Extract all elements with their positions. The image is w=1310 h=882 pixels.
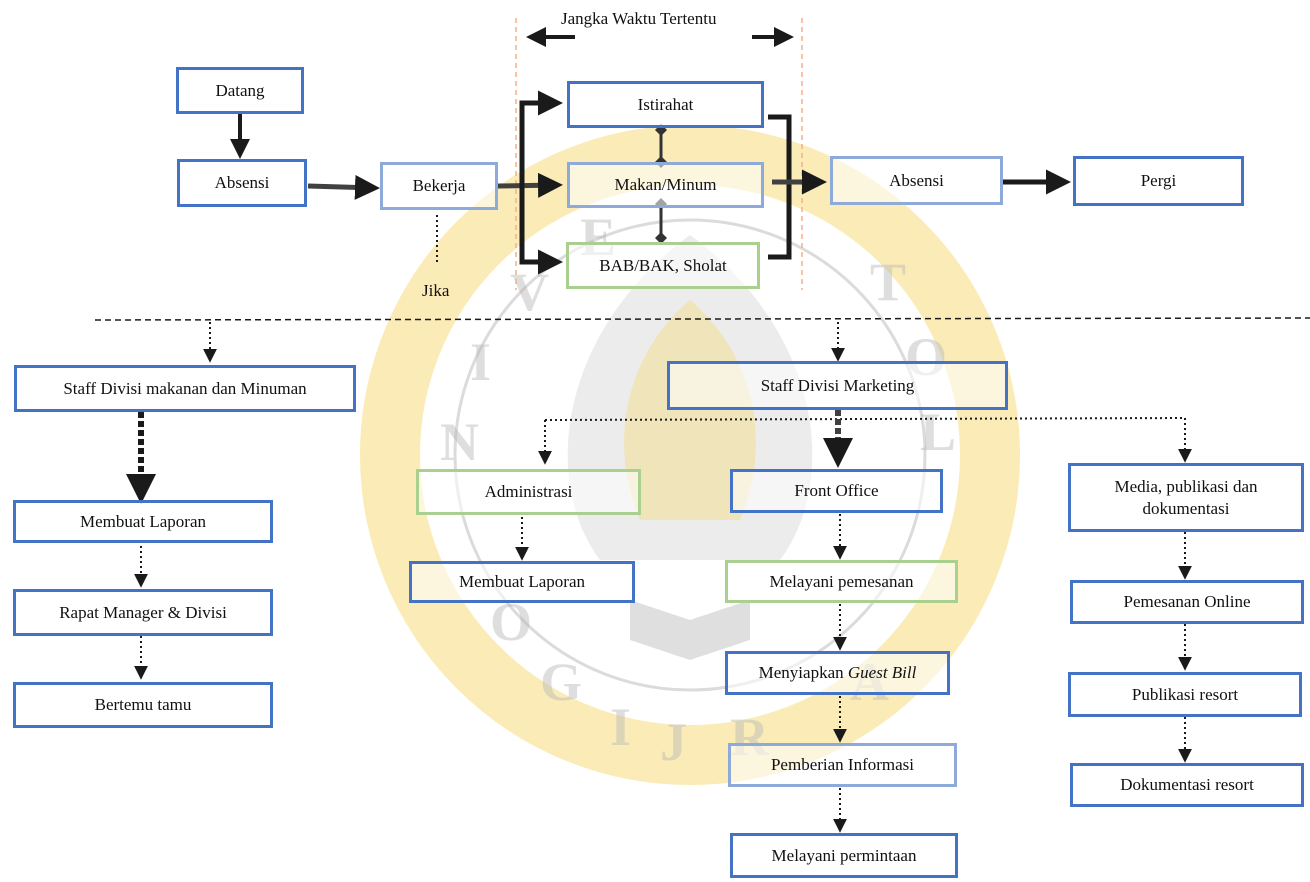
svg-text:L: L xyxy=(920,402,956,462)
food-step-bertemu-label: Bertemu tamu xyxy=(94,695,192,715)
istirahat-label: Istirahat xyxy=(637,94,694,114)
bekerja-box: Bekerja xyxy=(380,162,498,210)
media-label: Media, publikasi dan dokumentasi xyxy=(1114,477,1258,518)
food-division-box: Staff Divisi makanan dan Minuman xyxy=(14,365,356,412)
media-step-publikasi-label: Publikasi resort xyxy=(1131,684,1239,704)
food-step-rapat-label: Rapat Manager & Divisi xyxy=(59,602,227,622)
period-label: Jangka Waktu Tertentu xyxy=(561,9,717,28)
jika-label: Jika xyxy=(422,281,450,300)
food-step-laporan-label: Membuat Laporan xyxy=(79,511,207,531)
food-step-laporan-box: Membuat Laporan xyxy=(13,500,273,543)
media-step-dokumentasi-box: Dokumentasi resort xyxy=(1070,763,1304,807)
absensi-in-box: Absensi xyxy=(177,159,307,207)
front-office-label: Front Office xyxy=(794,481,879,501)
food-step-bertemu-box: Bertemu tamu xyxy=(13,682,273,728)
datang-label: Datang xyxy=(215,80,265,100)
bracket-left xyxy=(519,100,548,265)
fo-step-guestbill-italic: Guest Bill xyxy=(847,663,917,683)
fo-step-guestbill-box: Menyiapkan Guest Bill xyxy=(725,651,950,695)
pergi-label: Pergi xyxy=(1140,171,1177,191)
fo-step-informasi-label: Pemberian Informasi xyxy=(770,755,915,775)
media-box: Media, publikasi dan dokumentasi xyxy=(1068,463,1304,532)
arrow-bekerja-makan xyxy=(497,172,563,198)
marketing-division-label: Staff Divisi Marketing xyxy=(760,375,915,395)
svg-text:I: I xyxy=(470,332,491,392)
administrasi-box: Administrasi xyxy=(416,469,641,515)
bekerja-label: Bekerja xyxy=(412,176,466,196)
section-separator xyxy=(94,317,1310,321)
administrasi-label: Administrasi xyxy=(484,482,573,502)
media-step-dokumentasi-label: Dokumentasi resort xyxy=(1120,775,1254,795)
food-step-rapat-box: Rapat Manager & Divisi xyxy=(13,589,273,636)
fo-step-pemesanan-label: Melayani pemesanan xyxy=(769,571,914,591)
makan-minum-label: Makan/Minum xyxy=(614,175,717,195)
pergi-box: Pergi xyxy=(1073,156,1244,206)
absensi-out-label: Absensi xyxy=(889,170,944,190)
media-step-online-box: Pemesanan Online xyxy=(1070,580,1304,624)
svg-text:I: I xyxy=(610,697,631,757)
fo-step-guestbill-label: Menyiapkan Guest Bill xyxy=(759,662,917,683)
admin-step-laporan-box: Membuat Laporan xyxy=(409,561,635,603)
media-step-publikasi-box: Publikasi resort xyxy=(1068,672,1302,717)
makan-minum-box: Makan/Minum xyxy=(567,162,764,208)
bracket-right xyxy=(768,114,792,260)
fo-step-pemesanan-box: Melayani pemesanan xyxy=(725,560,958,603)
svg-text:N: N xyxy=(440,412,479,472)
bab-bak-box: BAB/BAK, Sholat xyxy=(566,242,760,289)
fo-step-permintaan-box: Melayani permintaan xyxy=(730,833,958,878)
bab-bak-label: BAB/BAK, Sholat xyxy=(599,255,727,275)
marketing-branch-line xyxy=(544,417,1186,421)
istirahat-box: Istirahat xyxy=(567,81,764,128)
svg-text:G: G xyxy=(540,652,582,712)
datang-box: Datang xyxy=(176,67,304,114)
food-division-label: Staff Divisi makanan dan Minuman xyxy=(63,378,307,398)
absensi-out-box: Absensi xyxy=(830,156,1003,205)
front-office-box: Front Office xyxy=(730,469,943,513)
fo-step-informasi-box: Pemberian Informasi xyxy=(728,743,957,787)
svg-text:J: J xyxy=(660,712,687,772)
arrow-absensi-bekerja xyxy=(307,174,380,200)
media-step-online-label: Pemesanan Online xyxy=(1123,592,1251,612)
svg-text:T: T xyxy=(870,252,906,312)
marketing-division-box: Staff Divisi Marketing xyxy=(667,361,1008,410)
admin-step-laporan-label: Membuat Laporan xyxy=(458,572,586,592)
fo-step-guestbill-prefix: Menyiapkan xyxy=(758,663,848,683)
fo-step-permintaan-label: Melayani permintaan xyxy=(771,845,917,865)
absensi-in-label: Absensi xyxy=(214,173,270,193)
